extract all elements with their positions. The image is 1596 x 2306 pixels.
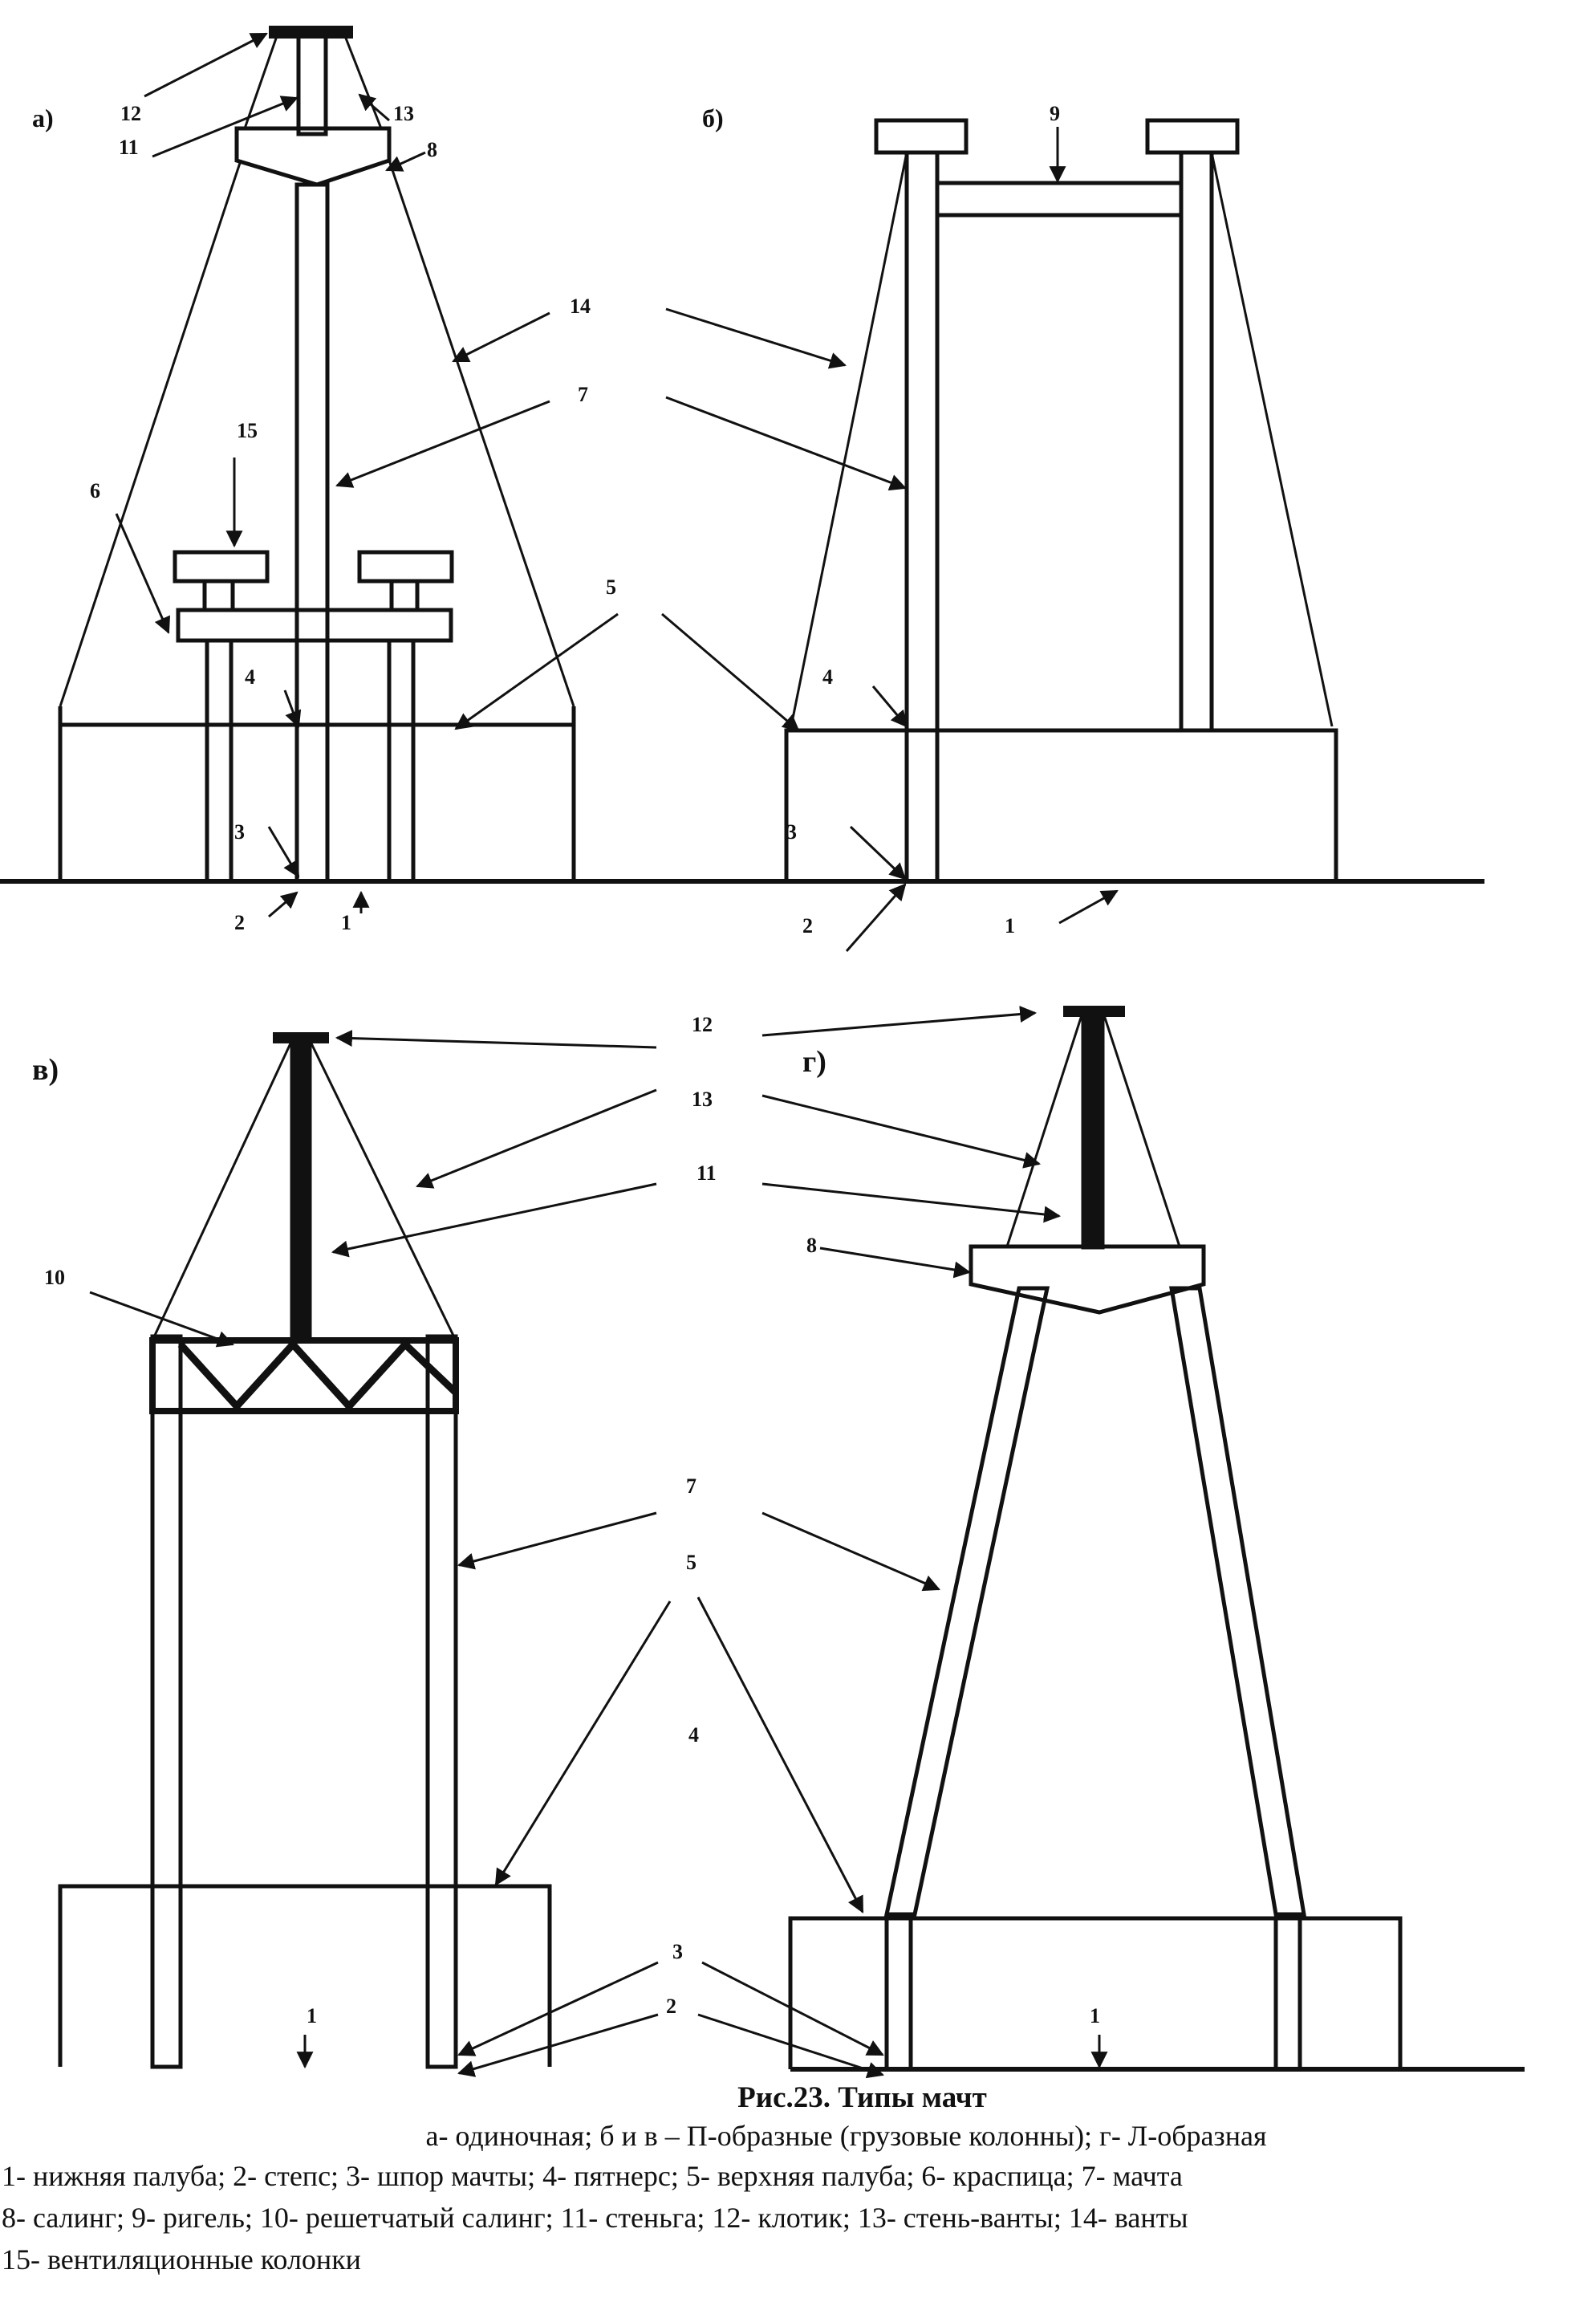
- crosstree-g: [969, 1244, 1206, 1315]
- topmast-a: [296, 31, 328, 136]
- callout-labels: 12 11 13 8 14 7 15 6 5 4 3 2 1 9 4 3 2 1…: [44, 102, 1100, 2027]
- callout-a-6: 6: [90, 479, 100, 502]
- leg-left-g: [883, 1286, 1050, 1917]
- legend-line-2: 8- салинг; 9- ригель; 10- решетчатый сал…: [2, 2202, 1188, 2234]
- panel-g-l-shaped-mast: [788, 1006, 1525, 2072]
- callout-g-1: 1: [1090, 2004, 1100, 2027]
- panel-label-v: в): [32, 1053, 59, 1087]
- callout-b-4: 4: [822, 665, 833, 689]
- callout-b-9: 9: [1050, 102, 1060, 125]
- shroud-left-a: [59, 160, 242, 707]
- callout-v-7: 7: [686, 1474, 696, 1498]
- leader-arrows: [89, 32, 1119, 2079]
- callout-v-3: 3: [672, 1940, 683, 1963]
- callout-a-5: 5: [606, 575, 616, 599]
- callout-v-5: 5: [686, 1551, 696, 1574]
- panel-b-u-shaped-mast: [784, 118, 1484, 884]
- upper-deck-v: [58, 1884, 552, 2067]
- stay-right-v: [310, 1043, 457, 1341]
- panel-label-a: а): [32, 104, 54, 132]
- shroud-right-a: [388, 160, 575, 707]
- top-left-b: [874, 118, 969, 155]
- upper-deck-b: [784, 728, 1338, 881]
- mast-a: [294, 182, 330, 884]
- callout-a-2: 2: [234, 911, 245, 934]
- crosstree-a: [234, 126, 392, 187]
- figure-subtitle: а- одиночная; б и в – П-образные (грузов…: [425, 2120, 1267, 2152]
- crossbeam-b: [935, 181, 1184, 218]
- callout-b-3: 3: [786, 820, 797, 844]
- callout-a-12: 12: [120, 102, 141, 125]
- callout-a-15: 15: [237, 419, 258, 442]
- figure-title: Рис.23. Типы мачт: [737, 2081, 987, 2114]
- callout-v-12: 12: [692, 1013, 713, 1036]
- topmast-v: [290, 1037, 312, 1343]
- panel-label-g: г): [802, 1045, 826, 1079]
- callout-a-1: 1: [341, 911, 351, 934]
- upper-deck-g: [788, 1916, 1403, 2069]
- panel-v-lattice-mast: [58, 1032, 552, 2069]
- topmast-g: [1081, 1011, 1105, 1250]
- panel-label-b: б): [702, 104, 724, 132]
- panel-a-single-mast: [0, 26, 802, 884]
- callout-a-7: 7: [578, 383, 588, 406]
- panel-labels: а) б) в) г): [32, 104, 826, 1087]
- callout-v-2: 2: [666, 1995, 676, 2018]
- callout-a-3: 3: [234, 820, 245, 844]
- top-right-b: [1145, 118, 1240, 155]
- callout-a-8: 8: [427, 138, 437, 161]
- callout-v-4: 4: [688, 1723, 699, 1747]
- mast-left-b: [904, 150, 940, 884]
- leg-right-g: [1169, 1286, 1306, 1917]
- callout-v-13: 13: [692, 1088, 713, 1111]
- callout-g-8: 8: [806, 1234, 817, 1257]
- callout-v-11: 11: [696, 1161, 717, 1185]
- shroud-left-b: [789, 152, 908, 731]
- legend-line-1: 1- нижняя палуба; 2- степс; 3- шпор мачт…: [2, 2160, 1183, 2192]
- post-right-v: [425, 1334, 458, 2069]
- vent-head-right-a: [357, 550, 454, 584]
- callout-a-14: 14: [570, 295, 591, 318]
- upper-deck-a: [58, 722, 576, 884]
- shroud-right-b: [1210, 152, 1334, 727]
- post-left-v: [150, 1334, 183, 2069]
- callout-a-13: 13: [393, 102, 414, 125]
- callout-v-10: 10: [44, 1266, 65, 1289]
- callout-a-4: 4: [245, 665, 255, 689]
- callout-b-2: 2: [802, 914, 813, 937]
- mast-right-b: [1179, 150, 1214, 733]
- spreader-a: [176, 608, 453, 643]
- stay-left-v: [151, 1043, 292, 1341]
- legend-line-3: 15- вентиляционные колонки: [2, 2243, 361, 2275]
- callout-a-11: 11: [119, 136, 139, 159]
- callout-b-1: 1: [1005, 914, 1015, 937]
- callout-v-1: 1: [307, 2004, 317, 2027]
- vent-head-left-a: [173, 550, 270, 584]
